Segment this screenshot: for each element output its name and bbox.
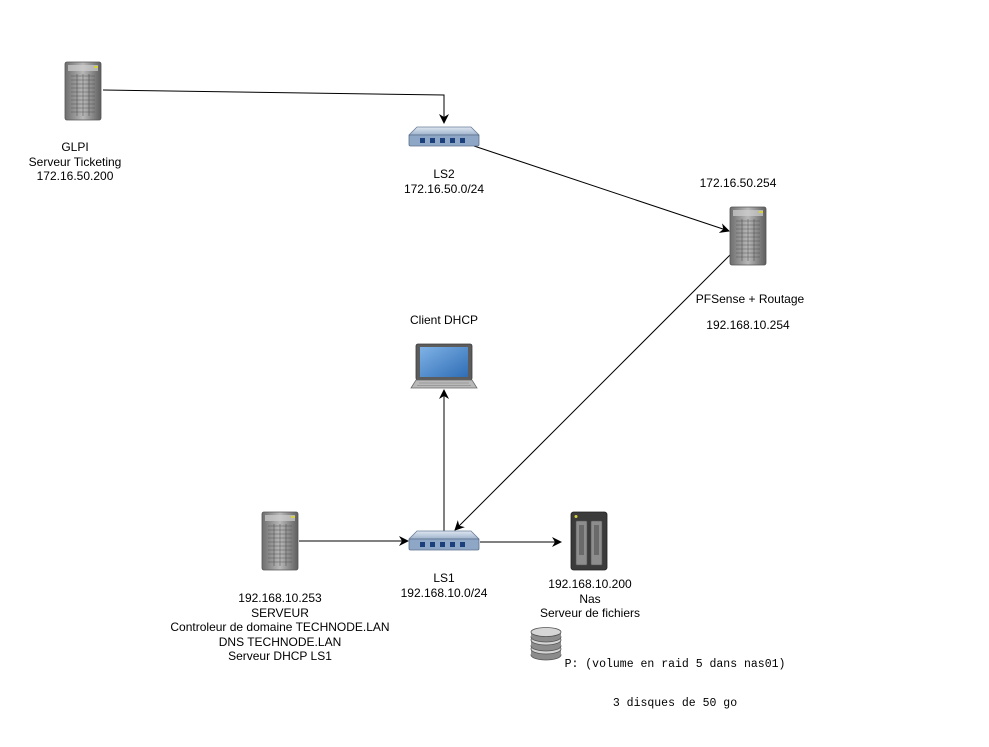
laptop-icon bbox=[410, 343, 478, 389]
nas-role: Serveur de fichiers bbox=[539, 606, 641, 620]
server-icon bbox=[729, 206, 767, 266]
server-icon bbox=[64, 61, 102, 121]
ls1-name: LS1 bbox=[433, 571, 455, 585]
glpi-ip: 172.16.50.200 bbox=[36, 169, 114, 183]
ls2-name: LS2 bbox=[433, 167, 455, 181]
nas-icon bbox=[570, 511, 608, 571]
ls1-label: LS1 192.168.10.0/24 bbox=[389, 571, 499, 600]
nas-label: 192.168.10.200 Nas Serveur de fichiers bbox=[530, 577, 650, 621]
glpi-role: Serveur Ticketing bbox=[28, 154, 122, 169]
link-glpi-ls2 bbox=[102, 89, 449, 124]
pfsense-name: PFSense + Routage bbox=[695, 292, 805, 306]
ls1-subnet: 192.168.10.0/24 bbox=[400, 585, 488, 600]
network-links bbox=[102, 89, 732, 547]
server-label: 192.168.10.253 SERVEUR Controleur de dom… bbox=[160, 591, 400, 664]
nas-ip: 192.168.10.200 bbox=[548, 577, 632, 591]
ls2-label: LS2 172.16.50.0/24 bbox=[389, 167, 499, 196]
link-ls2-pfsense bbox=[473, 145, 730, 233]
server-role-dc: Controleur de domaine TECHNODE.LAN bbox=[170, 620, 390, 634]
client-dhcp-label: Client DHCP bbox=[409, 313, 478, 327]
pfsense-wan-ip: 172.16.50.254 bbox=[699, 176, 777, 190]
server-role-dhcp: Serveur DHCP LS1 bbox=[228, 649, 332, 663]
storage-disks: 3 disques de 50 go bbox=[612, 697, 738, 710]
server-ip: 192.168.10.253 bbox=[238, 591, 322, 605]
glpi-label: GLPI Serveur Ticketing 172.16.50.200 bbox=[20, 140, 130, 184]
switch-icon bbox=[408, 530, 480, 551]
glpi-name: GLPI bbox=[61, 140, 89, 154]
link-pfsense-ls1 bbox=[454, 253, 732, 531]
database-icon bbox=[530, 627, 562, 661]
server-name: SERVEUR bbox=[251, 605, 309, 620]
storage-volume: P: (volume en raid 5 dans nas01) bbox=[564, 658, 786, 671]
nas-name: Nas bbox=[579, 591, 601, 606]
server-icon bbox=[261, 511, 299, 571]
server-role-dns: DNS TECHNODE.LAN bbox=[218, 634, 342, 649]
pfsense-lan-ip: 192.168.10.254 bbox=[706, 318, 790, 332]
ls2-subnet: 172.16.50.0/24 bbox=[403, 181, 485, 196]
switch-icon bbox=[408, 126, 480, 147]
storage-label: P: (volume en raid 5 dans nas01) 3 disqu… bbox=[560, 632, 790, 723]
